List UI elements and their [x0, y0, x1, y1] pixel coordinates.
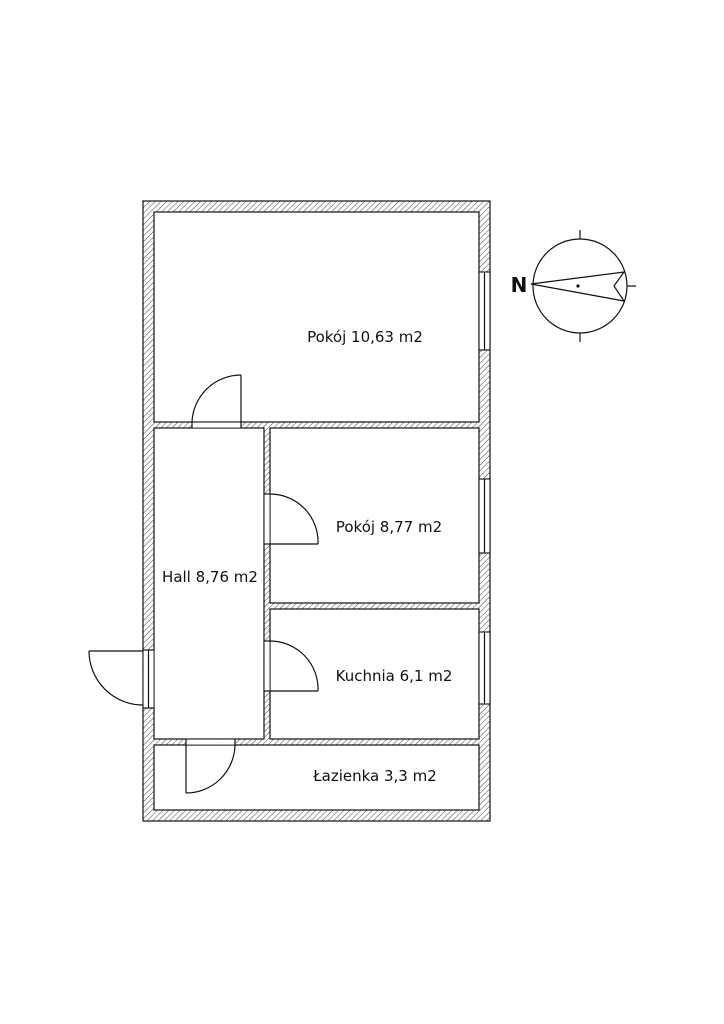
window-pokoj-2: [478, 478, 491, 554]
room-label-lazienka: Łazienka 3,3 m2: [312, 767, 437, 785]
room-pokoj-2-area: [269, 427, 480, 604]
compass-north-label: N: [511, 273, 528, 297]
door-pokoj-2: [264, 493, 319, 545]
door-entrance: [88, 649, 154, 709]
room-label-kuchnia: Kuchnia 6,1 m2: [336, 667, 453, 685]
room-label-hall: Hall 8,76 m2: [162, 568, 258, 586]
room-pokoj-1-area: [153, 211, 480, 423]
room-lazienka-area: [153, 744, 480, 811]
room-label-pokoj-1: Pokój 10,63 m2: [307, 328, 423, 346]
window-kuchnia: [478, 631, 491, 705]
window-pokoj-1: [478, 271, 491, 351]
compass-needle-icon: [530, 271, 626, 302]
door-lazienka: [185, 739, 236, 794]
room-hall-area: [153, 427, 265, 740]
room-kuchnia-area: [269, 608, 480, 740]
door-pokoj-1: [191, 374, 242, 428]
door-kuchnia: [264, 640, 319, 692]
room-label-pokoj-2: Pokój 8,77 m2: [336, 518, 442, 536]
compass: N: [511, 230, 636, 342]
